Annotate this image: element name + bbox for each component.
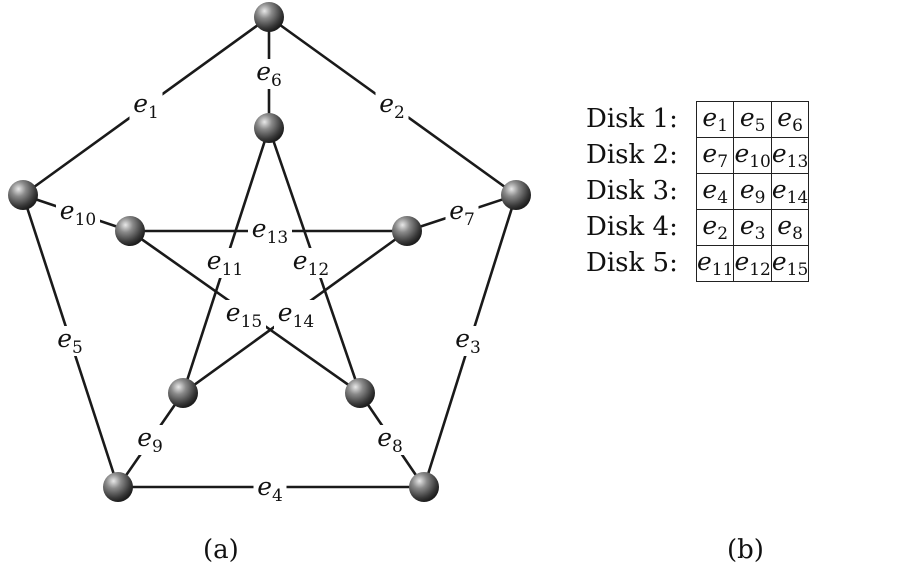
- edge-label: e14: [278, 298, 314, 332]
- table-cell: e14: [770, 173, 810, 210]
- edge-label-background: [445, 198, 479, 228]
- edge-label: e13: [252, 214, 288, 248]
- edge-label-background: [53, 326, 87, 356]
- edge-label: e6: [256, 57, 282, 91]
- table-cell: e4: [695, 173, 735, 210]
- edge-label: e12: [293, 246, 329, 280]
- graph-vertex: [115, 216, 145, 246]
- disk-edge-table: e1 e5 e6 e7 e10 e13 e4 e9 e14 e2 e3 e8 e…: [695, 101, 810, 282]
- edge-label: e15: [226, 298, 262, 332]
- table-cell: e15: [770, 245, 810, 282]
- caption-b: (b): [727, 535, 764, 565]
- edge-label-background: [289, 248, 333, 278]
- table-row: e4 e9 e14: [695, 173, 810, 210]
- edge-label: e11: [207, 246, 243, 280]
- edge-label-background: [451, 326, 485, 356]
- disk-label: Disk 2:: [586, 140, 678, 170]
- disk-label: Disk 3:: [586, 176, 678, 206]
- edge-label-background: [133, 425, 167, 455]
- graph-vertex: [392, 216, 422, 246]
- table-cell: e12: [733, 245, 772, 282]
- graph-vertex: [254, 2, 284, 32]
- edge-label: e5: [57, 324, 83, 358]
- graph-vertex: [168, 378, 198, 408]
- table-cell: e3: [733, 209, 772, 246]
- table-row: e11 e12 e15: [695, 245, 810, 282]
- table-cell: e8: [770, 209, 810, 246]
- edge-label-background: [248, 216, 292, 246]
- vertices-layer: [8, 2, 531, 502]
- graph-vertex: [8, 180, 38, 210]
- disk-labels: Disk 1: Disk 2: Disk 3: Disk 4: Disk 5:: [586, 101, 678, 281]
- table-cell: e11: [695, 245, 735, 282]
- edge-label: e9: [137, 423, 163, 457]
- table-cell: e5: [733, 101, 772, 138]
- edge-label-background: [375, 91, 409, 121]
- edge-label: e1: [133, 89, 159, 123]
- graph-vertex: [501, 180, 531, 210]
- edge-label-background: [56, 198, 100, 228]
- disk-label: Disk 4:: [586, 212, 678, 242]
- edge-label: e4: [257, 472, 283, 506]
- table-row: e1 e5 e6: [695, 101, 810, 138]
- graph-vertex: [409, 472, 439, 502]
- caption-a: (a): [203, 535, 239, 565]
- table-row: e2 e3 e8: [695, 209, 810, 246]
- table-cell: e1: [695, 101, 735, 138]
- table-row: e7 e10 e13: [695, 137, 810, 174]
- edge-label: e3: [455, 324, 481, 358]
- edge-label-background: [222, 300, 266, 330]
- edge-label-background: [373, 425, 407, 455]
- table-cell: e9: [733, 173, 772, 210]
- table-cell: e10: [733, 137, 772, 174]
- table-cell: e13: [770, 137, 810, 174]
- edge-label-background: [129, 91, 163, 121]
- graph-vertex: [345, 378, 375, 408]
- table-cell: e7: [695, 137, 735, 174]
- edge-label: e7: [449, 196, 475, 230]
- graph-vertex: [103, 472, 133, 502]
- table-cell: e2: [695, 209, 735, 246]
- edge-label-background: [274, 300, 318, 330]
- disk-label: Disk 5:: [586, 248, 678, 278]
- edge-label: e10: [60, 196, 96, 230]
- edge-label: e2: [379, 89, 405, 123]
- edge-label-background: [252, 59, 286, 89]
- disk-label: Disk 1:: [586, 104, 678, 134]
- graph-vertex: [254, 113, 284, 143]
- edge-label: e8: [377, 423, 403, 457]
- edge-label-background: [203, 248, 247, 278]
- edge-label-background: [253, 474, 287, 504]
- table-cell: e6: [770, 101, 810, 138]
